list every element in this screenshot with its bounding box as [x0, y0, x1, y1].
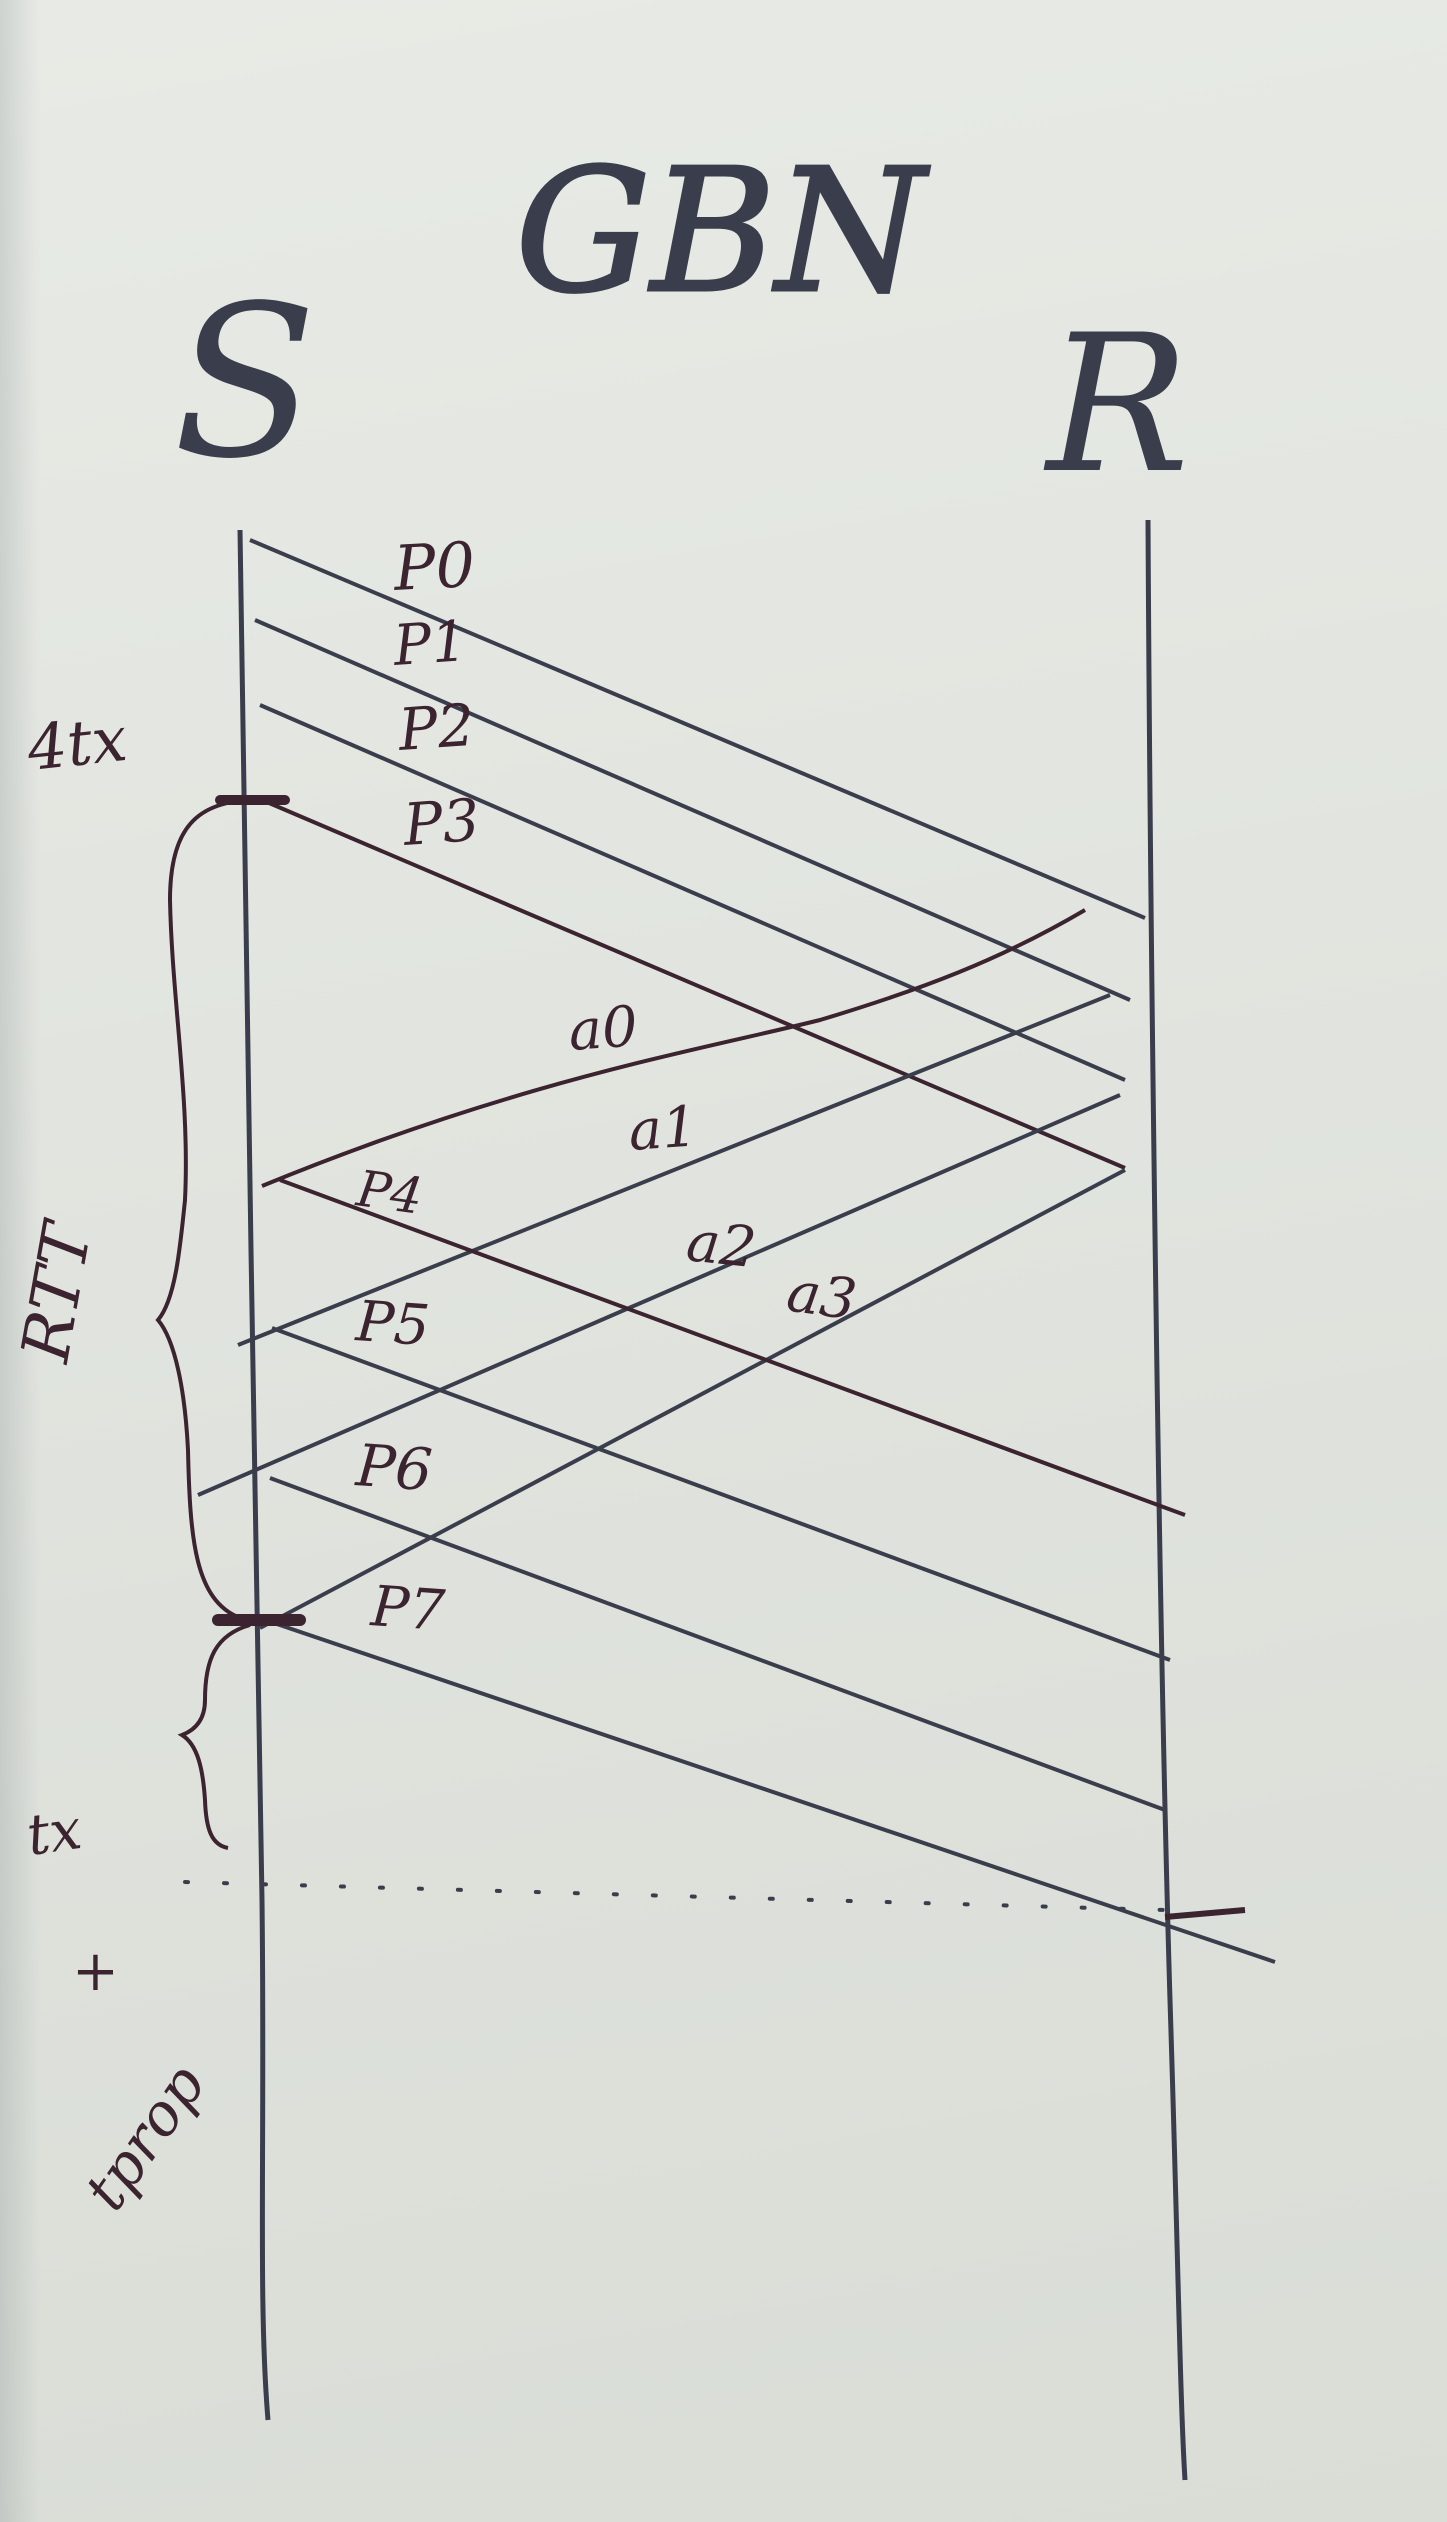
annotation-rtt: RTT [7, 1213, 108, 1368]
ack-label-a1: a1 [626, 1094, 699, 1164]
ack-label-a0: a0 [566, 994, 639, 1064]
ack-line-a0 [261, 908, 1087, 1188]
packet-label-p7: P7 [368, 1574, 447, 1644]
rtt-brace [155, 798, 259, 1620]
arrival-tick [1164, 1907, 1246, 1920]
packet-label-p0: P0 [391, 528, 477, 605]
receiver-label: R [1043, 294, 1189, 515]
annotation-tprop: tprop [71, 2052, 219, 2222]
ack-line-a2 [197, 1093, 1121, 1497]
ack-line-a3 [259, 1168, 1126, 1630]
packet-label-p2: P2 [395, 691, 476, 764]
annotation-plus: + [72, 1939, 119, 2004]
packet-line-p3 [261, 798, 1126, 1170]
sender-label: S [173, 260, 317, 505]
packet-label-p1: P1 [390, 609, 469, 679]
packet-label-p4: P4 [352, 1159, 426, 1226]
annotation-4tx: 4tx [23, 702, 130, 785]
packet-line-p1 [254, 618, 1131, 1002]
ack-label-a3: a3 [783, 1259, 860, 1333]
annotation-tx: tx [23, 1797, 86, 1869]
packet-line-p7 [264, 1618, 1276, 1964]
packet-label-p3: P3 [400, 786, 481, 859]
packet-label-p6: P6 [353, 1431, 434, 1504]
packet-line-p5 [271, 1326, 1171, 1662]
packet-line-p2 [259, 703, 1126, 1082]
packet-line-p6 [269, 1476, 1166, 1812]
ack-label-a2: a2 [684, 1209, 759, 1281]
packet-label-p5: P5 [353, 1289, 432, 1359]
receiver-timeline [1145, 519, 1188, 2481]
tx-brace [177, 1623, 251, 1850]
dotted-arrival-line [183, 1880, 1167, 1912]
sender-timeline [237, 529, 271, 2421]
packet-line-p4 [279, 1178, 1186, 1517]
diagram-title: GBN [515, 133, 930, 331]
packet-line-p0 [249, 538, 1146, 920]
ack-line-a1 [237, 993, 1111, 1347]
